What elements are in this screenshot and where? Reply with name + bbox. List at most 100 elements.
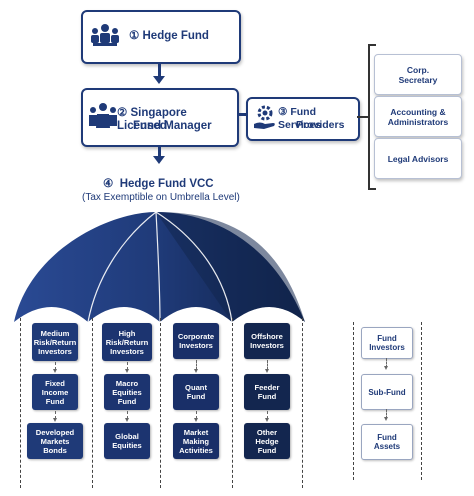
flow-arrow (196, 360, 197, 370)
asset-card: Global Equities (104, 423, 150, 459)
vcc-subtitle: (Tax Exemptible on Umbrella Level) (82, 192, 240, 203)
legend-sub-fund: Sub-Fund (361, 374, 413, 410)
fund-services-label-1: ③ Fund Services (278, 106, 322, 131)
flow-arrow (386, 358, 387, 368)
arrow-hf-to-fm (158, 62, 161, 78)
fund-card: Fixed Income Fund (32, 374, 78, 410)
card-text: Income (41, 387, 69, 397)
arrow-head (153, 76, 165, 84)
asset-card: Developed Markets Bonds (27, 423, 83, 459)
fund-card: Macro Equities Fund (104, 374, 150, 410)
card-text: Risk/Return (105, 337, 149, 347)
card-text: Investors (179, 341, 213, 350)
provider-label: Legal Advisors (387, 153, 449, 164)
card-text: Bonds (43, 445, 67, 455)
fund-manager-label-1: ② Singapore Licensed (117, 107, 187, 132)
card-text: High (118, 328, 136, 338)
business-team-icon (88, 102, 118, 135)
card-text: Fund (186, 392, 206, 401)
legend-text: Assets (373, 442, 401, 451)
flow-arrow-tip (265, 369, 269, 373)
flow-arrow (267, 411, 268, 419)
card-text: Developed (35, 427, 75, 437)
card-text: Markets (40, 436, 70, 446)
card-text: Equities (112, 387, 142, 397)
column-divider (20, 318, 21, 488)
provider-accounting: Accounting &Administrators (374, 96, 462, 137)
flow-arrow-tip (265, 418, 269, 422)
card-text: Risk/Return (33, 337, 77, 347)
card-text: Fund (257, 392, 277, 401)
providers-bracket (368, 44, 376, 190)
fund-manager-label-2: Fund Manager (133, 120, 212, 132)
card-text: Market (183, 427, 209, 437)
vcc-title: ④ Hedge Fund VCC (103, 178, 214, 190)
provider-label: Administrators (387, 116, 449, 127)
legend-text: Fund (377, 334, 397, 343)
asset-card: Market Making Activities (173, 423, 219, 459)
column-divider (232, 318, 233, 488)
hedge-fund-label: ① Hedge Fund (129, 30, 209, 42)
legend-fund-assets: Fund Assets (361, 424, 413, 460)
card-text: Other (256, 427, 278, 437)
flow-arrow-tip (53, 369, 57, 373)
flow-arrow (127, 362, 128, 370)
asset-card: Other Hedge Fund (244, 423, 290, 459)
flow-arrow-tip (194, 418, 198, 422)
fund-services-label-2: Providers (296, 119, 345, 131)
flow-arrow-tip (53, 418, 57, 422)
card-text: Medium (40, 328, 70, 338)
card-text: Fund (45, 396, 65, 406)
flow-arrow-tip (125, 418, 129, 422)
card-text: Equities (112, 441, 142, 450)
card-text: Making (182, 436, 210, 446)
legend-text: Fund (377, 433, 397, 442)
card-text: Corporate (177, 332, 215, 341)
investor-card: Corporate Investors (173, 323, 219, 359)
legend-text: Sub-Fund (368, 387, 406, 397)
connector-fm-services (237, 113, 247, 116)
card-text: Fixed (45, 378, 65, 388)
card-text: Fund (117, 396, 137, 406)
investor-card: Offshore Investors (244, 323, 290, 359)
column-divider (302, 318, 303, 488)
legend-fund-investors: Fund Investors (361, 327, 413, 359)
group-people-icon (90, 22, 120, 55)
flow-arrow (267, 360, 268, 370)
column-divider (92, 318, 93, 488)
arrow-head (153, 156, 165, 164)
gear-hand-icon (252, 104, 278, 137)
fund-manager-box: ② Singapore Licensed Fund Manager (81, 88, 239, 147)
flow-arrow-tip (384, 417, 388, 421)
card-text: Investors (250, 341, 284, 350)
flow-arrow (55, 362, 56, 370)
provider-label: Secretary (398, 74, 438, 85)
provider-label: Accounting & (390, 106, 446, 117)
card-text: Feeder (254, 383, 280, 392)
flow-arrow (386, 409, 387, 419)
hedge-fund-box: ① Hedge Fund (81, 10, 241, 64)
fund-card: Feeder Fund (244, 374, 290, 410)
card-text: Global (115, 432, 139, 441)
arrow-fm-to-vcc (158, 145, 161, 158)
connector-services-bracket (357, 116, 369, 118)
card-text: Offshore (251, 332, 283, 341)
card-text: Investors (110, 346, 144, 356)
card-text: Macro (115, 378, 139, 388)
provider-label: Corp. (406, 64, 430, 75)
provider-legal: Legal Advisors (374, 138, 462, 179)
flow-arrow-tip (125, 369, 129, 373)
flow-arrow (55, 411, 56, 419)
legend-divider (421, 322, 422, 480)
flow-arrow (196, 411, 197, 419)
legend-text: Investors (369, 343, 405, 352)
flow-arrow-tip (384, 366, 388, 370)
card-text: Investors (38, 346, 72, 356)
card-text: Quant (185, 383, 207, 392)
fund-services-box: ③ Fund Services Providers (246, 97, 360, 141)
investor-card: Medium Risk/Return Investors (32, 323, 78, 361)
flow-arrow-tip (194, 369, 198, 373)
card-text: Fund (257, 445, 277, 455)
flow-arrow (127, 411, 128, 419)
